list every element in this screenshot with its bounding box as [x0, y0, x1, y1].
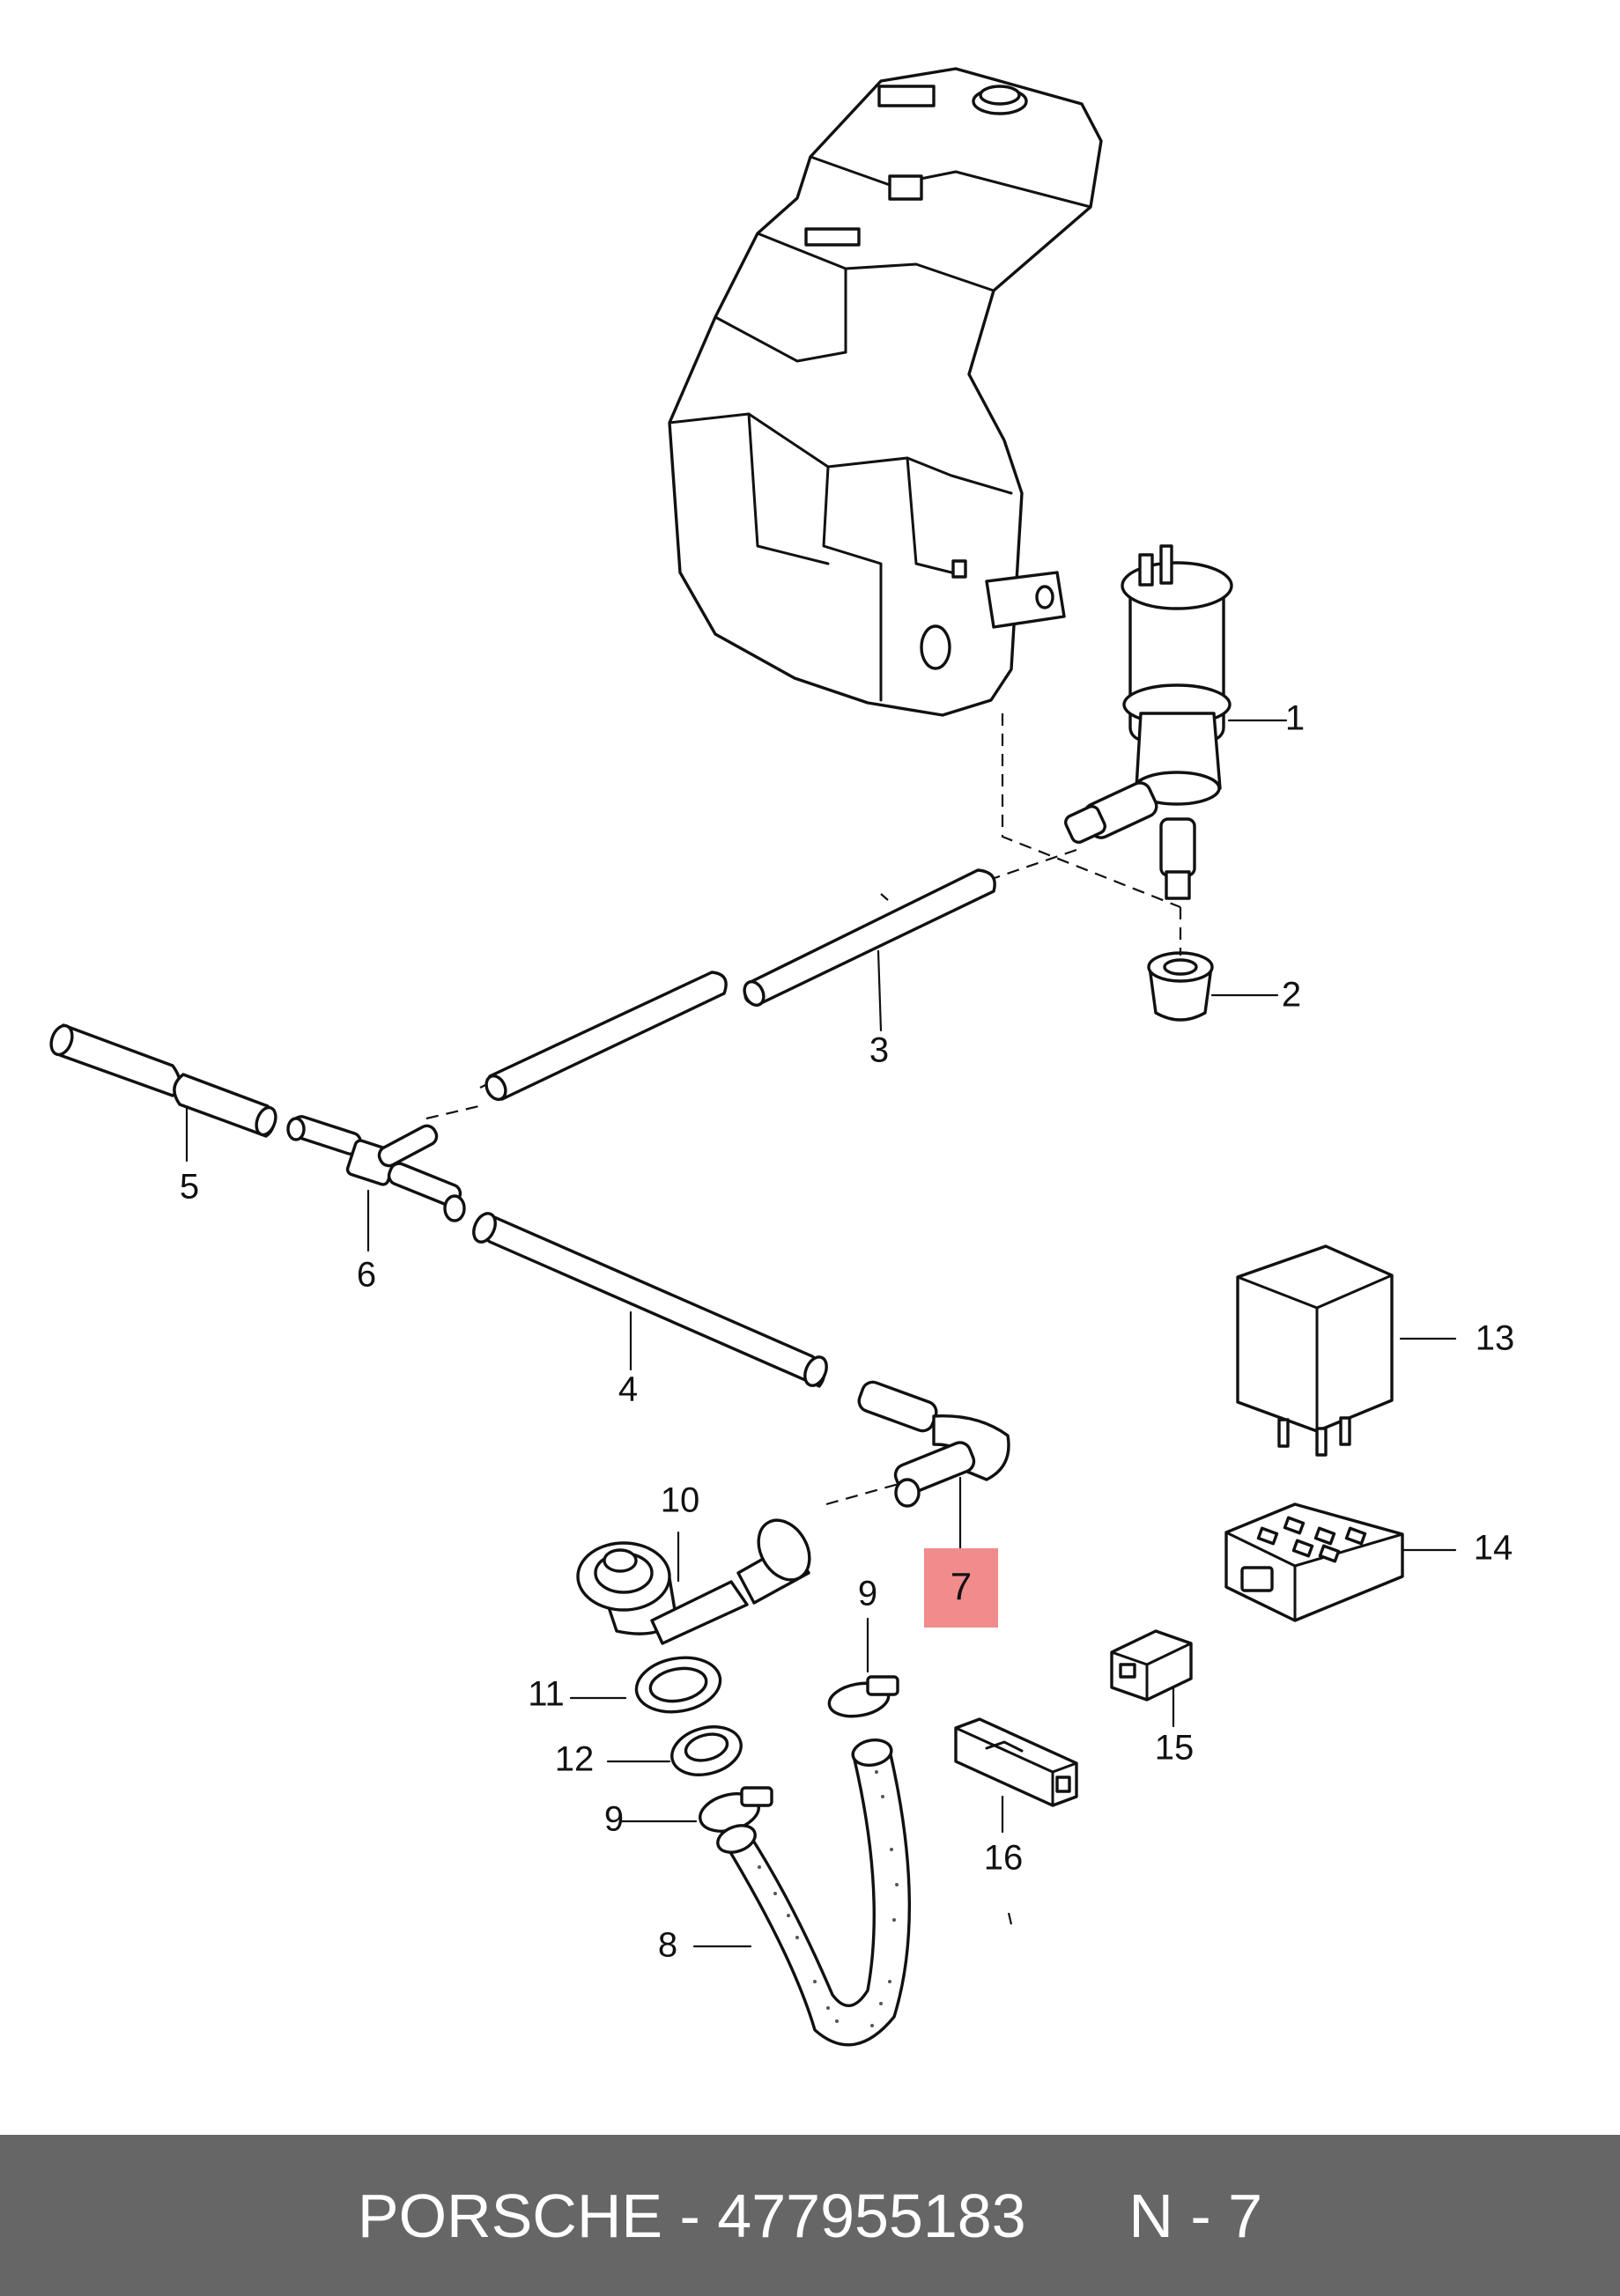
callout-6: 6 [357, 1256, 376, 1295]
t-connector [286, 1115, 466, 1222]
elbow-connector [857, 1380, 1010, 1508]
nut [670, 1725, 743, 1776]
callout-5: 5 [180, 1168, 199, 1207]
callout-7: 7 [951, 1566, 972, 1609]
hose-3 [485, 868, 996, 1102]
brand-name: PORSCHE [357, 2181, 663, 2250]
nozzle [576, 1518, 811, 1645]
relay [1236, 1244, 1394, 1457]
callout-3: 3 [869, 1031, 889, 1070]
leader-lines [185, 719, 1457, 1948]
callout-14: 14 [1474, 1529, 1513, 1568]
washer-fluid-reservoir [668, 67, 1103, 717]
ring [634, 1656, 722, 1714]
footer-bar: PORSCHE - 477955183 N - 7 [0, 2135, 1620, 2296]
parts-diagram: 1 2 3 4 5 6 7 8 9 9 10 11 12 13 14 15 16 [49, 67, 1515, 2047]
hose-5 [49, 1023, 277, 1138]
connector-housing [1110, 1629, 1193, 1702]
grommet [1147, 951, 1214, 1022]
hose-8 [716, 1738, 911, 2047]
diagram-position: N - 7 [1128, 2181, 1263, 2250]
callout-10: 10 [661, 1481, 700, 1520]
washer-pump [1064, 544, 1233, 900]
highlight-box [924, 1548, 998, 1628]
hose-clamp-lower [699, 1786, 773, 1833]
callout-12: 12 [555, 1740, 595, 1779]
callout-9-lower: 9 [604, 1800, 624, 1839]
separator: - [662, 2181, 718, 2250]
callout-15: 15 [1155, 1729, 1195, 1768]
callout-13: 13 [1476, 1319, 1515, 1358]
spacer [1026, 2181, 1129, 2251]
relay-socket [1224, 1502, 1404, 1622]
callout-8: 8 [658, 1926, 677, 1965]
callout-1: 1 [1285, 699, 1305, 738]
cable-connector [954, 1717, 1078, 1807]
callout-11: 11 [528, 1675, 565, 1714]
hose-clamp-upper [827, 1675, 899, 1718]
callout-9-upper: 9 [858, 1575, 877, 1613]
hose-4 [472, 1212, 828, 1388]
callout-4: 4 [618, 1370, 638, 1409]
callout-2: 2 [1282, 976, 1301, 1015]
callout-16: 16 [984, 1839, 1024, 1878]
part-number: 477955183 [717, 2181, 1026, 2250]
